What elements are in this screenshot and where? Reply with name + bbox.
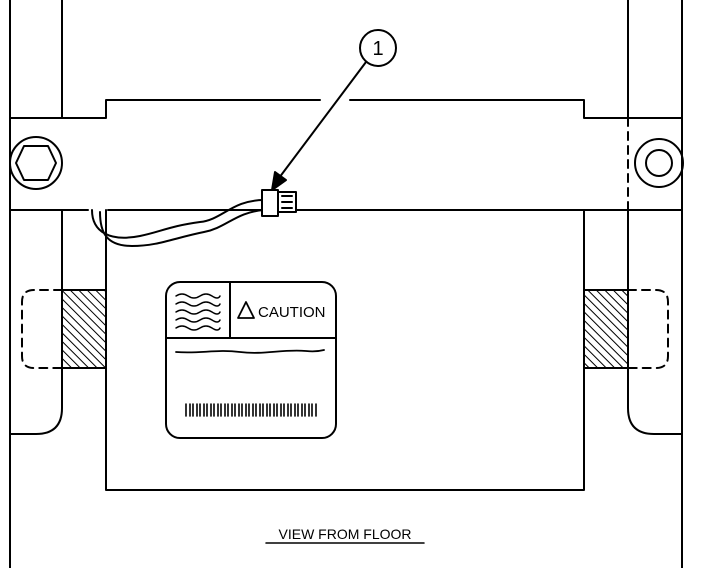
barcode (185, 403, 317, 417)
warning-waves-icon (175, 293, 221, 331)
left-pad-hidden (21, 289, 63, 369)
wire-harness-inner (99, 209, 265, 247)
left-rail (9, 0, 63, 435)
caution-triangle-icon (237, 301, 255, 319)
caution-label (165, 281, 337, 439)
view-caption: VIEW FROM FLOOR (279, 526, 412, 542)
right-pad (583, 289, 629, 369)
label-text-line (175, 349, 325, 354)
bolt-left (9, 136, 63, 190)
callout-leader (275, 61, 367, 183)
callout-circle (359, 29, 397, 67)
caution-text: CAUTION (258, 304, 326, 321)
connector (261, 189, 297, 217)
bolt-right (634, 138, 684, 188)
wire-harness (91, 199, 265, 239)
callout-number: 1 (372, 38, 383, 60)
right-rail (627, 0, 683, 435)
callout-arrowhead (271, 171, 287, 191)
mounting-bracket (9, 99, 683, 211)
right-pad-hidden (627, 289, 669, 369)
left-pad (61, 289, 107, 369)
